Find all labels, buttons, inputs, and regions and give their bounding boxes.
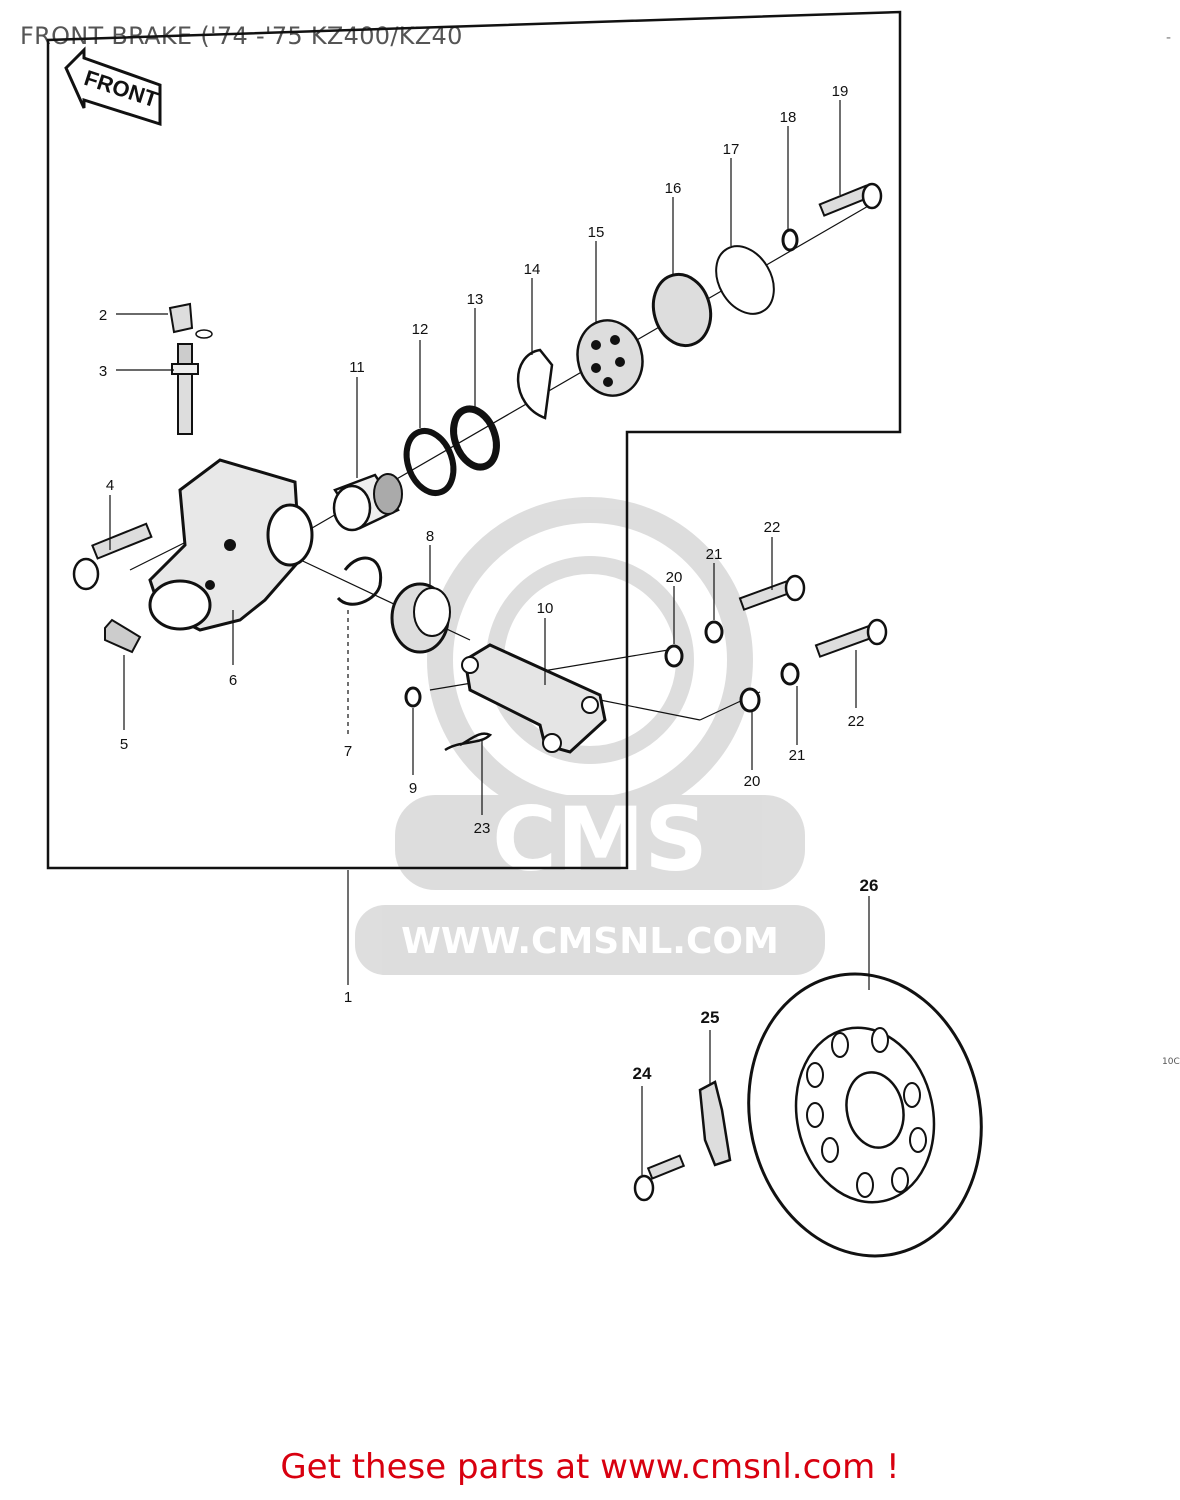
diagram-title: FRONT BRAKE ('74 -'75 KZ400/KZ40: [20, 22, 463, 50]
callout-11: 11: [349, 359, 365, 376]
parts-diagram: CMS WWW.CMSNL.COM FRONT: [46, 10, 983, 1258]
part-pad-shim: [516, 348, 554, 420]
watermark-brand: CMS: [492, 788, 708, 891]
part-holder-bolt-b: [814, 618, 888, 658]
callout-26: 26: [860, 876, 879, 895]
part-brake-pad-inner: [576, 319, 644, 397]
callout-20-lower: 20: [744, 773, 761, 790]
callout-14: 14: [524, 261, 541, 278]
callout-2: 2: [99, 307, 107, 324]
watermark-url: WWW.CMSNL.COM: [401, 921, 779, 962]
callout-23: 23: [474, 820, 491, 837]
part-pad-cover-plate: [715, 245, 775, 315]
part-piston-seal: [403, 428, 457, 496]
part-holder-bolt-a: [738, 574, 806, 611]
callout-21-lower: 21: [789, 747, 806, 764]
leader-lines: [109, 100, 870, 1175]
part-circlip: [336, 556, 383, 606]
callout-15: 15: [588, 224, 605, 241]
callout-25: 25: [701, 1008, 720, 1027]
part-washer-21b: [780, 662, 800, 686]
callouts: 2 3 4 5 6 7 8 9 10 11 12 13 14 15 16 17 …: [99, 83, 879, 1083]
callout-20-upper: 20: [666, 569, 683, 586]
part-disc-bolt: [633, 1154, 686, 1202]
part-washer-20a: [664, 644, 684, 668]
side-code: 10C: [1162, 1057, 1180, 1067]
part-lock-plate: [698, 1080, 732, 1167]
callout-8: 8: [426, 528, 434, 545]
corner-mark: -: [1166, 30, 1172, 46]
part-caliper-bolt: [72, 522, 153, 591]
part-bleeder-cap: [168, 302, 213, 339]
part-piston-ring: [390, 582, 451, 654]
callout-3: 3: [99, 363, 107, 380]
callout-1: 1: [344, 989, 352, 1006]
callout-24: 24: [633, 1064, 652, 1083]
callout-19: 19: [832, 83, 849, 100]
callout-21-upper: 21: [706, 546, 723, 563]
front-arrow: FRONT: [64, 46, 162, 127]
part-bleeder-valve: [171, 343, 199, 435]
callout-7: 7: [344, 743, 352, 760]
callout-9: 9: [409, 780, 417, 797]
callout-6: 6: [229, 672, 237, 689]
callout-22-lower: 22: [848, 713, 865, 730]
part-o-ring: [404, 686, 422, 708]
get-parts-link[interactable]: Get these parts at www.cmsnl.com !: [280, 1447, 900, 1487]
callout-10: 10: [537, 600, 554, 617]
callout-22-upper: 22: [764, 519, 781, 536]
assembly-frame: [46, 10, 902, 870]
part-spring: [444, 732, 493, 752]
callout-12: 12: [412, 321, 429, 338]
callout-18: 18: [780, 109, 797, 126]
part-pad-plate: [104, 618, 142, 654]
cms-watermark: CMS WWW.CMSNL.COM: [355, 497, 825, 975]
part-caliper-body: [148, 458, 314, 632]
part-dust-seal: [450, 405, 500, 471]
callout-5: 5: [120, 736, 128, 753]
part-pad-bolt: [818, 182, 883, 217]
part-piston: [332, 473, 403, 532]
part-brake-pad-outer: [651, 272, 713, 348]
part-brake-disc: [747, 972, 983, 1258]
callout-17: 17: [723, 141, 740, 158]
callout-4: 4: [106, 477, 114, 494]
callout-13: 13: [467, 291, 484, 308]
part-washer-20b: [739, 687, 761, 713]
callout-16: 16: [665, 180, 682, 197]
part-washer-21a: [704, 620, 724, 644]
part-washer-18: [781, 228, 799, 252]
part-caliper-holder: [461, 643, 607, 754]
